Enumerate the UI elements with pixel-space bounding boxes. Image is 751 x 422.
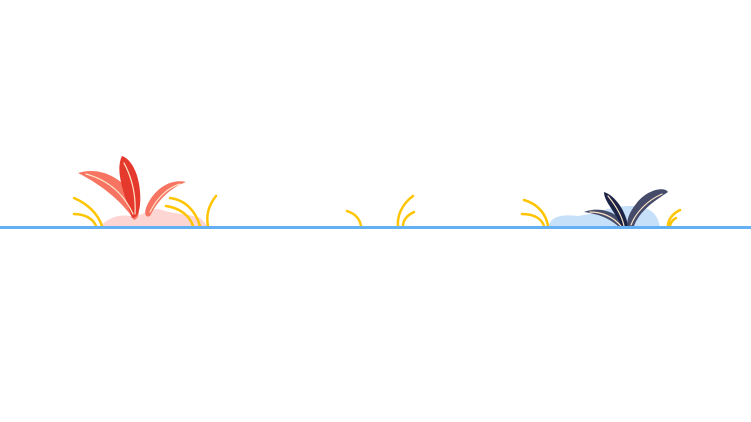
grass-tuft-right bbox=[164, 194, 218, 228]
grass-tuft-left bbox=[520, 198, 550, 228]
coral-leaf-right bbox=[145, 181, 186, 217]
ground-line bbox=[0, 226, 751, 229]
leaf-vein bbox=[589, 193, 663, 227]
grass-tuft-middle bbox=[345, 194, 416, 228]
right-plant bbox=[520, 189, 682, 228]
leaf-vein bbox=[85, 162, 181, 215]
grass-tuft-left bbox=[72, 196, 104, 228]
slate-leaf-left bbox=[584, 209, 626, 228]
left-plant bbox=[72, 156, 218, 228]
pink-mound bbox=[98, 209, 210, 228]
middle-grass bbox=[345, 194, 416, 228]
grass-tuft-right bbox=[666, 208, 682, 228]
slate-leaf-right bbox=[627, 189, 668, 228]
